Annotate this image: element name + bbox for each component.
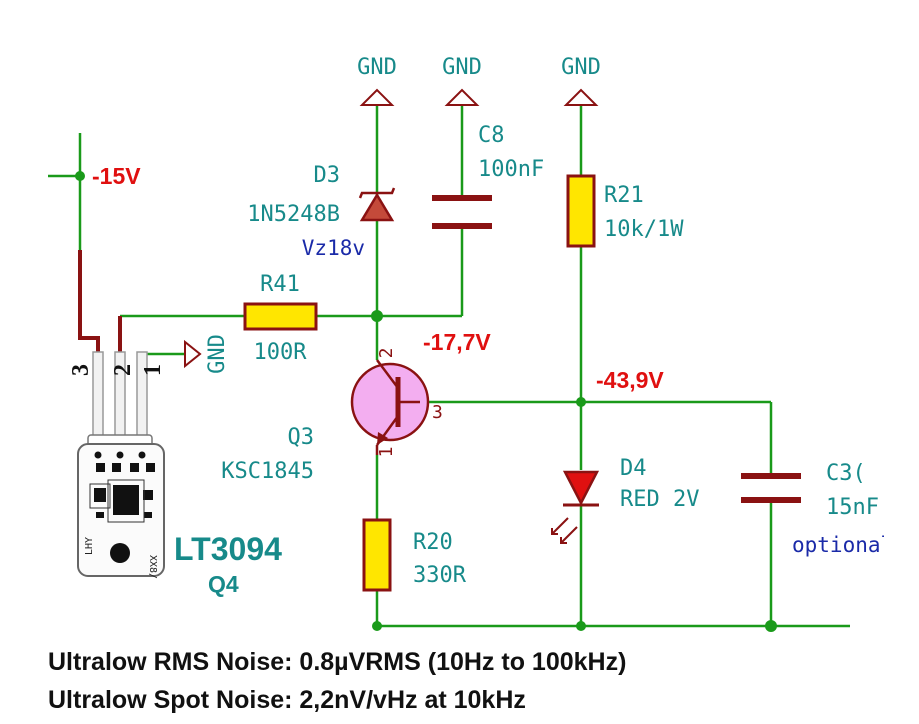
q3-pin-2: 2: [376, 348, 397, 359]
r20-value: 330R: [413, 563, 467, 588]
gnd-label: GND: [357, 55, 397, 80]
capacitor-c8: C8 100nF: [432, 123, 544, 229]
r41-value: 100R: [254, 340, 308, 365]
module-pin-3: 3: [68, 364, 94, 376]
module-ref: Q4: [208, 571, 239, 597]
voltage-input: -15V: [92, 163, 141, 189]
c3-ref: C3(: [826, 461, 866, 486]
led-light-arrows: [551, 517, 578, 544]
lt3094-module: 3 2 1 LHY XX8/ LT3094 Q4: [68, 351, 282, 597]
d3-value: 1N5248B: [247, 202, 340, 227]
gnd-label: GND: [561, 55, 601, 80]
r20-ref: R20: [413, 530, 453, 555]
d3-ref: D3: [314, 163, 341, 188]
resistor-r20: R20 330R: [362, 518, 467, 592]
resistor-r41: R41 100R: [243, 272, 318, 365]
module-pin-1: 1: [140, 364, 166, 376]
junction-dot: [371, 310, 383, 322]
footer-rms-noise: Ultralow RMS Noise: 0.8µVRMS (10Hz to 10…: [48, 648, 627, 676]
transistor-q3: 2 1 3 Q3 KSC1845: [221, 348, 443, 484]
capacitor-c3: C3( 15nF optional: [741, 461, 893, 557]
resistor-r21: R21 10k/1W: [566, 174, 684, 248]
zener-diode-d3: D3 1N5248B Vz18v: [247, 163, 396, 260]
wires: [48, 105, 850, 628]
junction-dot: [75, 171, 85, 181]
gnd-symbol-d3: GND: [357, 55, 397, 106]
c8-value: 100nF: [478, 157, 544, 182]
module-silkscreen: [89, 479, 145, 523]
module-silk-right: XX8/: [147, 555, 158, 579]
gnd-symbol-pin1: GND: [184, 334, 230, 374]
junction-dot: [765, 620, 777, 632]
footer-spot-noise: Ultralow Spot Noise: 2,2nV/vHz at 10kHz: [48, 686, 526, 714]
junction-dot: [372, 621, 382, 631]
module-silk-left: LHY: [84, 537, 95, 555]
d3-note: Vz18v: [302, 236, 365, 260]
c3-note: optional: [792, 533, 893, 557]
r21-ref: R21: [604, 183, 644, 208]
voltage-q3-collector: -17,7V: [423, 329, 491, 355]
d4-value: RED 2V: [620, 487, 699, 512]
module-pads: [94, 451, 155, 563]
junctions: [75, 171, 777, 632]
voltage-q3-base: -43,9V: [596, 367, 664, 393]
module-name: LT3094: [174, 531, 282, 567]
module-pin-wires: [78, 250, 122, 352]
led-d4: D4 RED 2V: [551, 456, 699, 544]
c3-value: 15nF: [826, 495, 879, 520]
d4-ref: D4: [620, 456, 647, 481]
gnd-label: GND: [442, 55, 482, 80]
module-pin-2: 2: [110, 364, 136, 376]
q3-pin-1: 1: [376, 447, 397, 458]
junction-dot: [576, 621, 586, 631]
junction-dot: [576, 397, 586, 407]
q3-pin-3: 3: [432, 402, 443, 423]
r21-value: 10k/1W: [604, 217, 684, 242]
q3-ref: Q3: [288, 425, 315, 450]
r41-ref: R41: [260, 272, 300, 297]
q3-value: KSC1845: [221, 459, 314, 484]
gnd-label: GND: [205, 334, 230, 374]
c8-ref: C8: [478, 123, 505, 148]
gnd-symbol-r21: GND: [561, 55, 601, 106]
gnd-symbol-c8: GND: [442, 55, 482, 106]
